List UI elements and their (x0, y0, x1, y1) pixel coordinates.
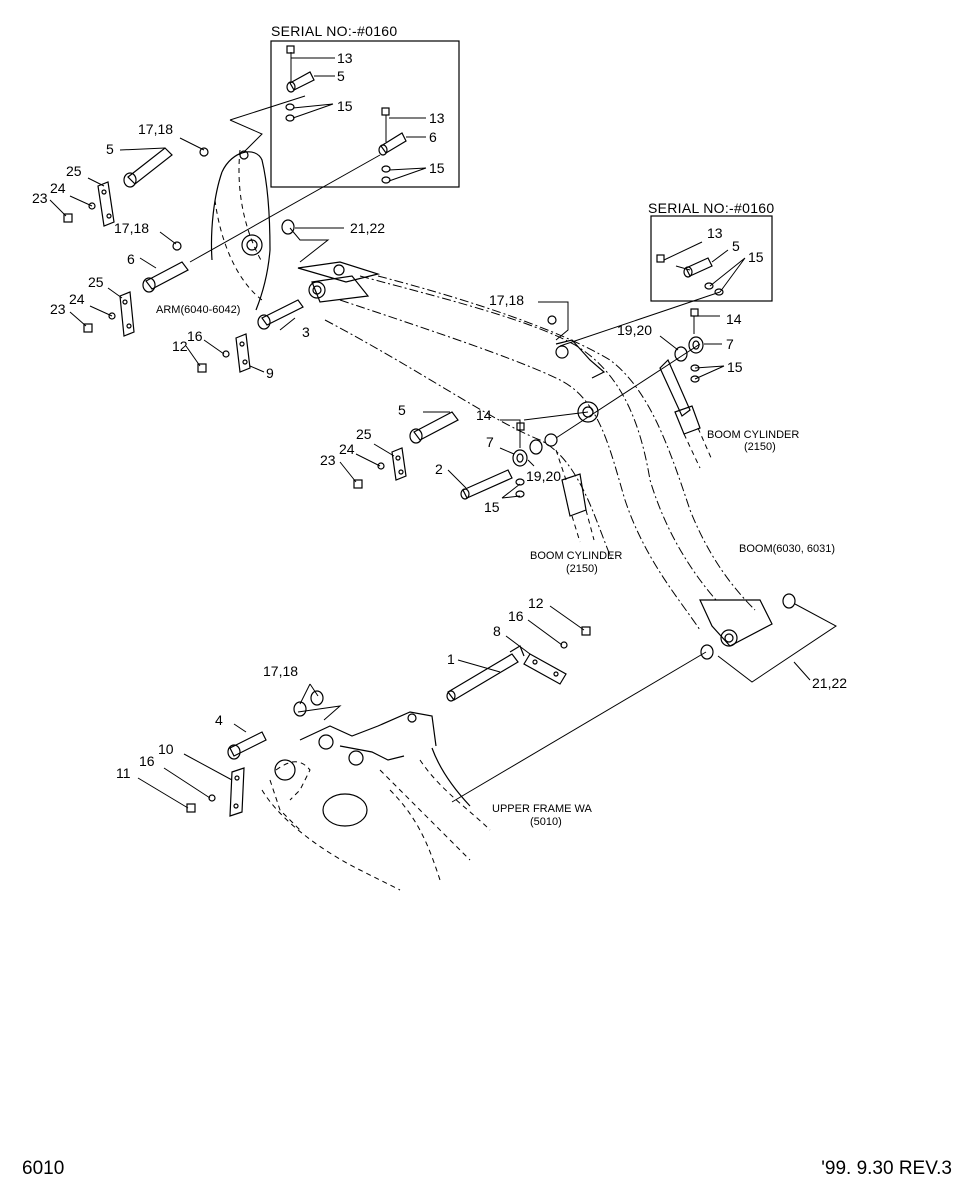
boom-outline (297, 261, 773, 647)
boom-label: BOOM(6030, 6031) (739, 543, 835, 555)
callout-6: 6 (127, 251, 135, 267)
boom-cylinder-right-code: (2150) (744, 441, 776, 453)
callout-15: 15 (429, 160, 445, 176)
callout-25: 25 (88, 274, 104, 290)
boom-cylinder-center-code: (2150) (566, 563, 598, 575)
pin-5-arm-top (123, 147, 173, 188)
callout-17-18: 17,18 (138, 121, 173, 137)
callout-16: 16 (508, 608, 524, 624)
callout-23: 23 (32, 190, 48, 206)
callout-24: 24 (50, 180, 66, 196)
callout-4: 4 (215, 712, 223, 728)
pin-6-arm (142, 261, 189, 293)
serial-note-right: SERIAL NO:-#0160 (648, 200, 774, 216)
callout-5: 5 (732, 238, 740, 254)
callout-12: 12 (528, 595, 544, 611)
upper-frame-outline (261, 711, 491, 891)
upper-frame-code: (5010) (530, 816, 562, 828)
boom-cylinder-right (659, 358, 713, 469)
callout-10: 10 (158, 741, 174, 757)
callout-17-18: 17,18 (489, 292, 524, 308)
callout-5: 5 (337, 68, 345, 84)
pin-3 (257, 299, 304, 330)
callout-19-20: 19,20 (617, 322, 652, 338)
callout-23: 23 (320, 452, 336, 468)
plate-9 (235, 333, 251, 373)
pin-2 (460, 469, 513, 500)
upper-frame-label: UPPER FRAME WA (492, 803, 592, 815)
callout-6: 6 (429, 129, 437, 145)
callout-23: 23 (50, 301, 66, 317)
callout-14: 14 (476, 407, 492, 423)
callout-14: 14 (726, 311, 742, 327)
serial-box-right: SERIAL NO:-#0160 (648, 200, 774, 302)
callout-7: 7 (726, 336, 734, 352)
callout-9: 9 (266, 365, 274, 381)
pin-4 (227, 731, 267, 760)
callout-17-18: 17,18 (114, 220, 149, 236)
callout-8: 8 (493, 623, 501, 639)
callout-15: 15 (337, 98, 353, 114)
boom-cylinder-center-label: BOOM CYLINDER (530, 550, 622, 562)
plate-25-c (391, 447, 407, 481)
callout-21-22: 21,22 (812, 675, 847, 691)
callout-13: 13 (337, 50, 353, 66)
pin-6-serial-top (378, 132, 407, 156)
component-labels: ARM(6040-6042) BOOM CYLINDER (2150) BOOM… (156, 304, 835, 828)
serial-box-top: SERIAL NO:-#0160 (270, 23, 460, 188)
callout-24: 24 (69, 291, 85, 307)
callout-15: 15 (484, 499, 500, 515)
page-code: 6010 (22, 1158, 65, 1179)
callout-3: 3 (302, 324, 310, 340)
callout-13: 13 (429, 110, 445, 126)
callout-labels: 13 5 15 13 6 15 17,18 5 25 24 23 17,18 6… (32, 50, 847, 781)
callout-16: 16 (139, 753, 155, 769)
pin-5-boom (409, 411, 459, 444)
pin-5-serial-right (683, 257, 713, 278)
plate-8 (523, 653, 567, 685)
plate-10 (229, 767, 245, 817)
callout-11: 11 (116, 765, 131, 781)
callout-1: 1 (447, 651, 455, 667)
callout-12: 12 (172, 338, 188, 354)
callout-25: 25 (356, 426, 372, 442)
callout-7: 7 (486, 434, 494, 450)
callout-15: 15 (727, 359, 743, 375)
callout-21-22: 21,22 (350, 220, 385, 236)
leader-lines (49, 52, 837, 809)
serial-note-top: SERIAL NO:-#0160 (271, 23, 397, 39)
arm-outline (210, 149, 271, 311)
callout-17-18: 17,18 (263, 663, 298, 679)
boom-cylinder-right-label: BOOM CYLINDER (707, 429, 799, 441)
callout-25: 25 (66, 163, 82, 179)
revision-stamp: '99. 9.30 REV.3 (821, 1158, 952, 1179)
callout-15: 15 (748, 249, 764, 265)
callout-24: 24 (339, 441, 355, 457)
callout-5: 5 (398, 402, 406, 418)
callout-19-20: 19,20 (526, 468, 561, 484)
callout-16: 16 (187, 328, 203, 344)
plate-25-a (97, 181, 115, 227)
plate-25-b (119, 291, 135, 337)
callout-13: 13 (707, 225, 723, 241)
callout-2: 2 (435, 461, 443, 477)
pin-1 (446, 645, 525, 702)
arm-label: ARM(6040-6042) (156, 304, 240, 316)
boom-cylinder-center (544, 433, 595, 543)
callout-5: 5 (106, 141, 114, 157)
